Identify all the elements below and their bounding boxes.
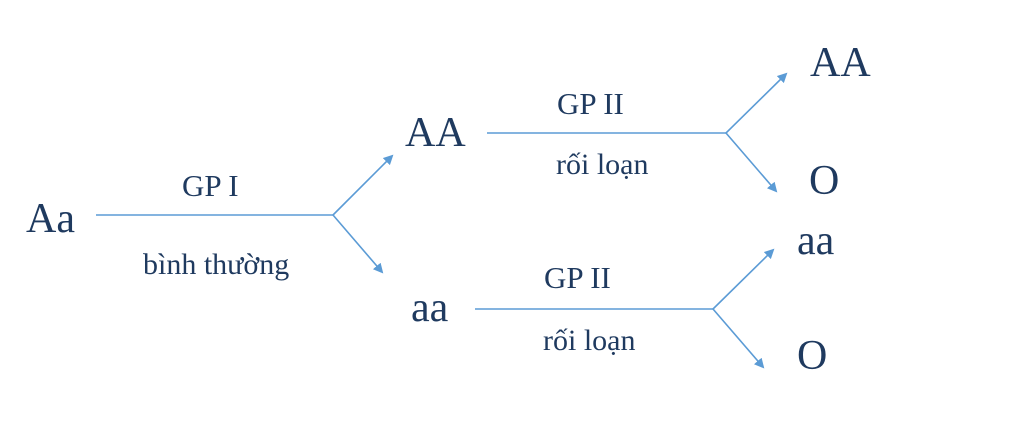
- gp1-note: bình thường: [143, 248, 290, 281]
- gp2-bottom-note: rối loạn: [543, 324, 636, 357]
- gp2-top-down-arrow: [725, 132, 778, 193]
- node-bottom-out-2: O: [797, 333, 828, 379]
- gp1-label: GP I: [182, 168, 239, 203]
- gp2-bottom-label: GP II: [544, 260, 611, 295]
- gp2-bottom-down-arrow: [712, 308, 765, 369]
- node-root: Aa: [26, 196, 75, 242]
- gp2-top-label: GP II: [557, 86, 624, 121]
- node-bottom-out-1: aa: [797, 218, 835, 264]
- node-gp1-bottom: aa: [411, 285, 449, 331]
- node-top-out-2: O: [809, 158, 840, 204]
- node-top-out-1: AA: [810, 40, 871, 86]
- gp2-bottom-up-arrow: [712, 248, 775, 310]
- gp2-top-note: rối loạn: [556, 148, 649, 181]
- gp1-down-arrow: [332, 214, 384, 274]
- gp1-up-arrow: [332, 154, 394, 216]
- gp2-top-up-arrow: [725, 72, 788, 134]
- node-gp1-top: AA: [405, 110, 466, 156]
